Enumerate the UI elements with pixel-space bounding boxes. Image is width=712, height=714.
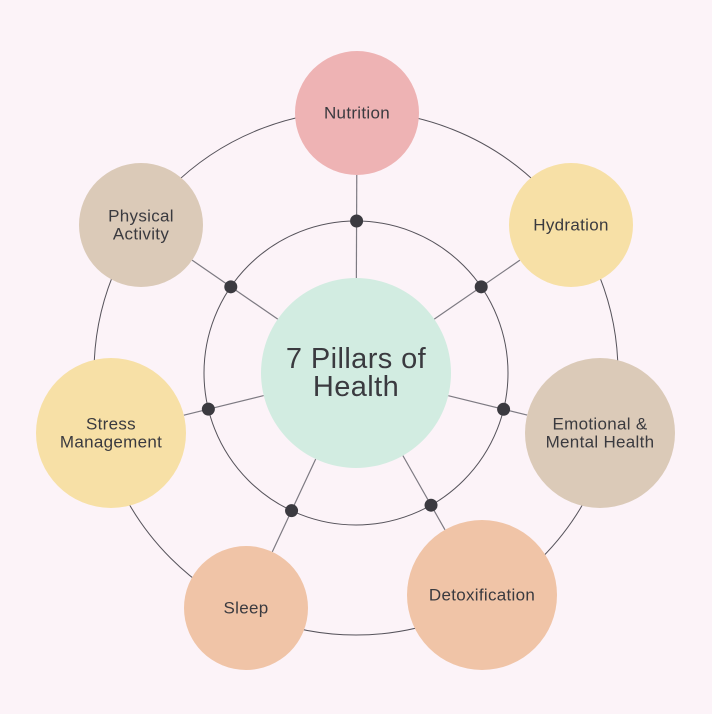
pillar-sleep: Sleep xyxy=(184,546,308,670)
connector-dot-emotional-mental-health xyxy=(497,402,511,416)
connector-dot-sleep xyxy=(285,504,299,518)
pillar-label-physical-activity: Physical xyxy=(108,207,174,226)
center-circle xyxy=(261,278,451,468)
center-title: Health xyxy=(313,371,399,403)
connector-detoxification xyxy=(402,455,446,531)
pillar-label-hydration: Hydration xyxy=(533,216,608,235)
pillar-circle-physical-activity xyxy=(79,163,203,287)
pillar-label-emotional-mental-health: Mental Health xyxy=(546,433,655,452)
pillar-label-nutrition: Nutrition xyxy=(324,104,390,123)
pillar-label-stress-management: Management xyxy=(60,433,162,452)
pillar-emotional-mental-health: Emotional &Mental Health xyxy=(525,358,675,508)
pillar-nutrition: Nutrition xyxy=(295,51,419,175)
connector-dot-hydration xyxy=(474,280,488,294)
pillar-label-detoxification: Detoxification xyxy=(429,586,535,605)
pillar-label-physical-activity: Activity xyxy=(113,225,169,244)
pillar-circle-sleep xyxy=(184,546,308,670)
pillar-label-emotional-mental-health: Emotional & xyxy=(553,415,648,434)
connector-dot-stress-management xyxy=(201,402,215,416)
pillar-label-stress-management: Stress xyxy=(86,415,136,434)
connector-stress-management xyxy=(183,395,264,416)
pillar-circle-nutrition xyxy=(295,51,419,175)
connector-dot-physical-activity xyxy=(224,280,238,294)
connector-dots xyxy=(201,214,511,518)
connector-dot-nutrition xyxy=(350,214,364,228)
pillar-circle-emotional-mental-health xyxy=(525,358,675,508)
pillar-label-sleep: Sleep xyxy=(224,599,269,618)
pillar-circle-hydration xyxy=(509,163,633,287)
pillar-circle-stress-management xyxy=(36,358,186,508)
center-title: 7 Pillars of xyxy=(286,343,427,375)
connector-dot-detoxification xyxy=(424,498,438,512)
pillar-hydration: Hydration xyxy=(509,163,633,287)
connector-emotional-mental-health xyxy=(448,395,528,416)
pillar-detoxification: Detoxification xyxy=(407,520,557,670)
pillar-circle-detoxification xyxy=(407,520,557,670)
